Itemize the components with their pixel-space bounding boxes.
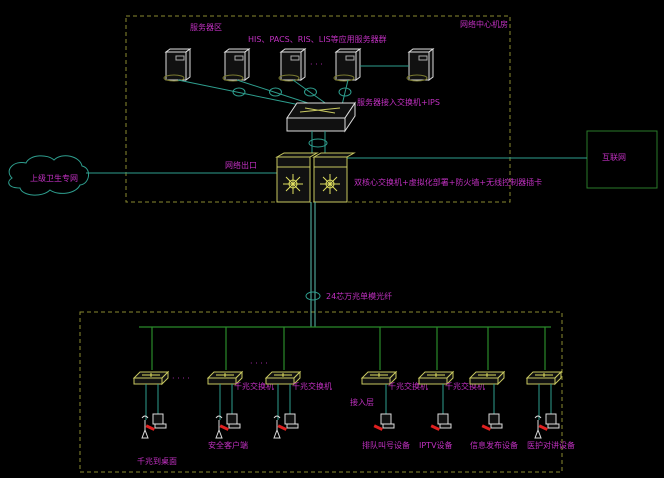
data-center-boundary — [125, 15, 511, 203]
access-switch — [132, 370, 170, 386]
device-label: IPTV设备 — [419, 440, 453, 450]
workstation-icon — [145, 413, 167, 431]
wireless-ap-icon — [141, 415, 149, 439]
wireless-ap-icon — [534, 415, 542, 439]
server-access-switch — [286, 101, 356, 133]
server-icon — [163, 48, 192, 82]
fiber-bundle-icon — [305, 291, 321, 301]
gigabit-desktop-label: 千兆到桌面 — [137, 456, 177, 466]
server-ellipsis: · · · — [310, 60, 323, 69]
server-icon — [406, 48, 435, 82]
access-switch-label: 千兆交换机 — [445, 381, 485, 391]
internet-box — [586, 130, 658, 189]
device-label: 信息发布设备 — [470, 440, 518, 450]
access-switch — [206, 370, 244, 386]
workstation-icon — [430, 413, 452, 431]
server-group-label: HIS、PACS、RIS、LIS等应用服务器群 — [248, 34, 387, 44]
core-switch-pair — [275, 152, 356, 203]
server-icon — [333, 48, 362, 82]
data-center-label: 网络中心机房 — [460, 19, 508, 29]
core-switch-label: 双核心交换机+虚拟化部署+防火墙+无线控制器插卡 — [354, 177, 542, 187]
access-switch-label: 千兆交换机 — [234, 381, 274, 391]
access-switch — [468, 370, 506, 386]
ellipsis-2: · · · · — [250, 359, 268, 368]
workstation-icon — [481, 413, 503, 431]
access-switch-label: 千兆交换机 — [388, 381, 428, 391]
wireless-ap-icon — [215, 415, 223, 439]
workstation-icon — [373, 413, 395, 431]
access-switch — [417, 370, 455, 386]
server-access-switch-label: 服务器接入交换机+IPS — [357, 97, 440, 107]
cloud-icon — [8, 155, 89, 196]
device-label: 医护对讲设备 — [527, 440, 575, 450]
wireless-ap-icon — [273, 415, 281, 439]
device-label: 安全客户端 — [208, 440, 248, 450]
server-zone-label: 服务器区 — [190, 22, 222, 32]
link-aggregation-icon — [308, 138, 328, 148]
server-icon — [222, 48, 251, 82]
device-label: 排队叫号设备 — [362, 440, 410, 450]
network-exit-label: 网络出口 — [225, 160, 257, 170]
access-layer-boundary — [79, 311, 563, 473]
fiber-label: 24芯万兆单模光纤 — [326, 291, 392, 301]
access-switch — [525, 370, 563, 386]
server-icon — [278, 48, 307, 82]
internet-label: 互联网 — [602, 153, 626, 162]
access-switch-label: 千兆交换机 — [292, 381, 332, 391]
workstation-icon — [219, 413, 241, 431]
workstation-icon — [277, 413, 299, 431]
upper-network-label: 上级卫生专网 — [30, 173, 78, 183]
workstation-icon — [538, 413, 560, 431]
ellipsis-1: · · · · — [172, 374, 190, 383]
access-switch — [360, 370, 398, 386]
access-layer-label: 接入层 — [350, 397, 374, 407]
access-switch — [264, 370, 302, 386]
